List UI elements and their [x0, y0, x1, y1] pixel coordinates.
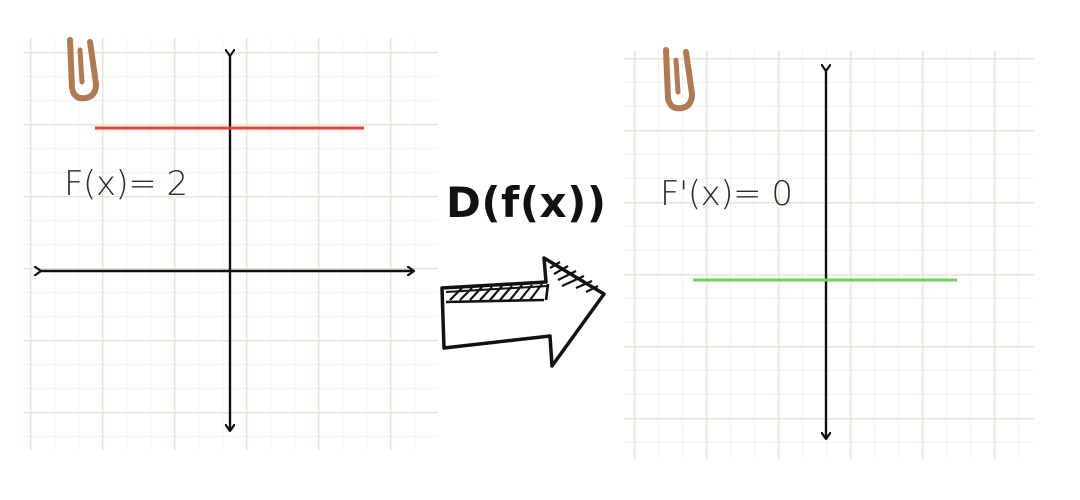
paper-clip-icon [663, 47, 696, 112]
derivative-operator-label: D(f(x)) [446, 178, 607, 227]
right-function-label: F'(x)= 0 [660, 174, 793, 214]
paper-clip-icon [67, 37, 100, 102]
hand-drawn-right-arrow-icon [440, 256, 606, 368]
left-function-label: F(x)= 2 [64, 164, 188, 204]
